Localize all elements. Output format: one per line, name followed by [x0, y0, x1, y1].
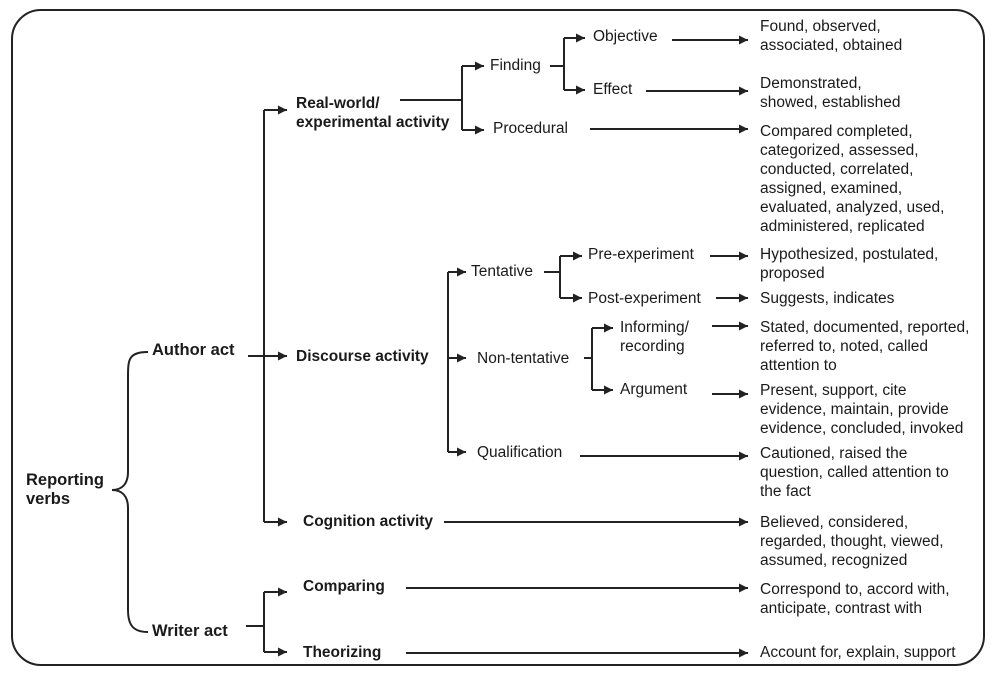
effect-label: Effect — [593, 81, 633, 98]
finding-trunk — [550, 38, 565, 90]
root-label: Reporting verbs — [26, 471, 104, 508]
qualification-label: Qualification — [477, 444, 563, 461]
procedural-examples: Compared completed, categorized, assesse… — [760, 123, 945, 235]
diagram-frame — [11, 9, 985, 666]
tentative-trunk — [544, 256, 561, 298]
qualification-examples: Cautioned, raised the question, called a… — [760, 445, 949, 500]
non-tentative-trunk — [584, 328, 593, 390]
comparing-label: Comparing — [303, 578, 385, 595]
writer-act-label: Writer act — [152, 622, 228, 640]
comparing-examples: Correspond to, accord with, anticipate, … — [760, 581, 950, 617]
pre-experiment-label: Pre-experiment — [588, 246, 694, 263]
effect-examples: Demonstrated, showed, established — [760, 75, 901, 111]
root-brace — [111, 351, 149, 633]
theorizing-label: Theorizing — [303, 644, 382, 661]
informing-recording-label: Informing/ recording — [620, 319, 689, 355]
author-trunk — [248, 110, 265, 522]
real-world-activity-label: Real-world/ experimental activity — [296, 95, 450, 131]
post-experiment-examples: Suggests, indicates — [760, 290, 895, 307]
objective-label: Objective — [593, 28, 658, 45]
tentative-label: Tentative — [471, 263, 534, 280]
writer-trunk — [246, 592, 265, 652]
objective-examples: Found, observed, associated, obtained — [760, 18, 903, 54]
post-experiment-label: Post-experiment — [588, 290, 701, 307]
procedural-label: Procedural — [493, 120, 568, 137]
author-act-label: Author act — [152, 341, 235, 359]
informing-examples: Stated, documented, reported, referred t… — [760, 319, 970, 374]
cognition-activity-label: Cognition activity — [303, 513, 434, 530]
argument-examples: Present, support, cite evidence, maintai… — [760, 382, 964, 437]
non-tentative-label: Non-tentative — [477, 350, 570, 367]
cognition-examples: Believed, considered, regarded, thought,… — [760, 514, 944, 569]
discourse-activity-label: Discourse activity — [296, 348, 429, 365]
real-world-trunk — [400, 66, 463, 130]
pre-experiment-examples: Hypothesized, postulated, proposed — [760, 246, 939, 282]
theorizing-examples: Account for, explain, support — [760, 644, 956, 661]
argument-label: Argument — [620, 381, 688, 398]
finding-label: Finding — [490, 57, 541, 74]
